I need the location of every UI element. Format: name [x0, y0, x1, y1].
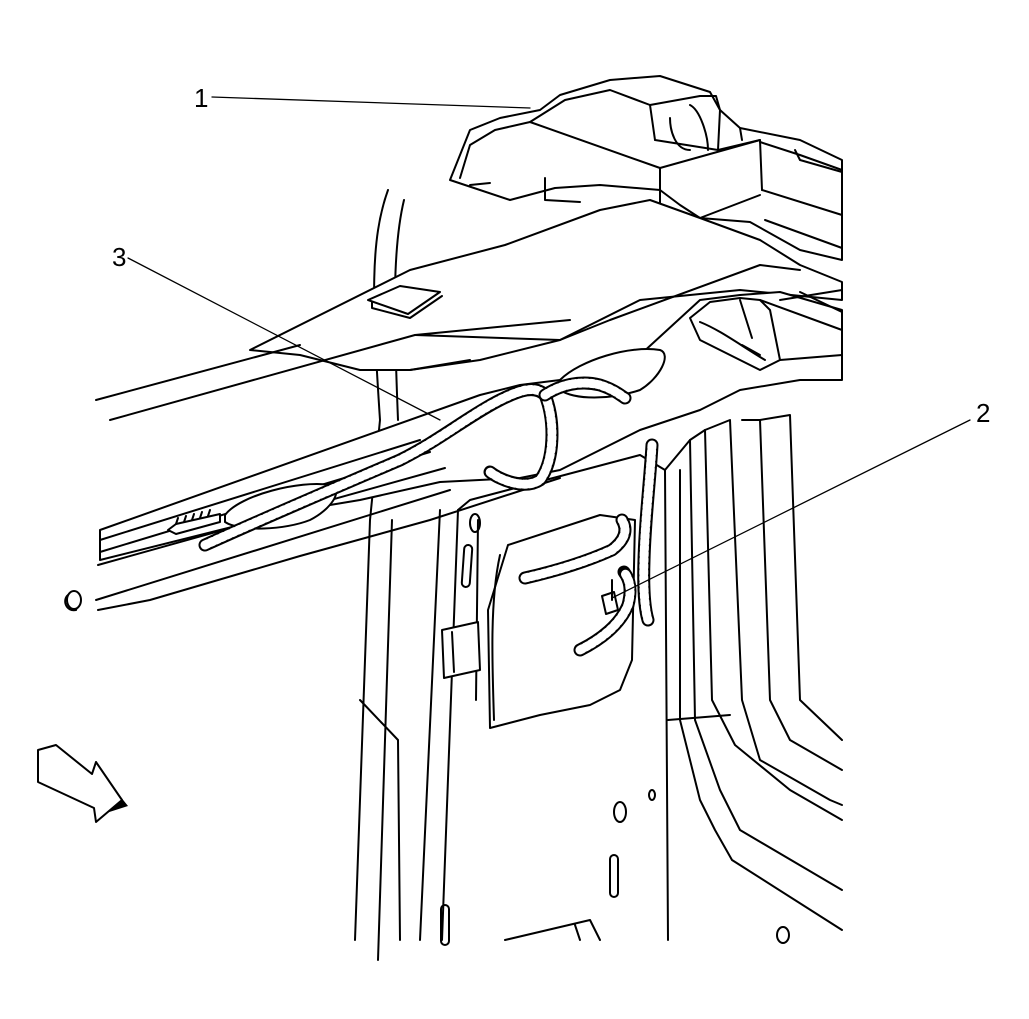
- callout-label-3: 3: [112, 242, 126, 272]
- leader-line-3: [127, 257, 441, 421]
- front-direction-arrow-icon: [37, 744, 128, 823]
- callout-label-2: 2: [976, 398, 990, 428]
- leader-line-1: [211, 96, 531, 109]
- callout-label-1: 1: [194, 83, 208, 113]
- rear-frame-structure: [354, 189, 843, 961]
- leader-line-2: [611, 419, 971, 599]
- roof-rail-panel: [64, 199, 843, 612]
- callout-labels: 1 2 3: [112, 83, 990, 428]
- wiring-harness: [198, 376, 659, 657]
- callout-leaders: [127, 96, 971, 599]
- roof-module-assembly: [449, 75, 843, 261]
